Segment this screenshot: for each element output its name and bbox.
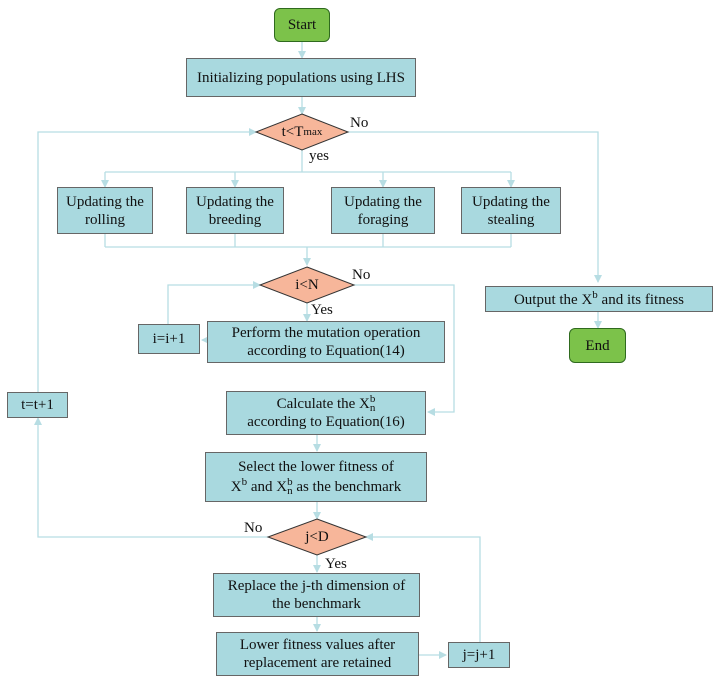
- lower-fitness-label: Lower fitness values after replacement a…: [239, 637, 396, 671]
- t-yes-label: yes: [309, 148, 329, 164]
- j-yes-label: Yes: [325, 556, 347, 572]
- edge-tinc-t: [37, 128, 257, 392]
- t-increment-label: t=t+1: [21, 397, 54, 413]
- edge-i-no: [354, 284, 455, 416]
- update-stealing-label: Updating the stealing: [472, 193, 550, 228]
- edge-t-no: [348, 131, 602, 283]
- i-no-label: No: [352, 267, 371, 283]
- edge-j-no: [34, 417, 268, 538]
- update-rolling-box: Updating the rolling: [57, 187, 153, 234]
- update-foraging-box: Updating the foraging: [331, 187, 435, 234]
- i-yes-label: Yes: [311, 302, 333, 318]
- i-increment-label: i=i+1: [152, 331, 186, 347]
- init-label: Initializing populations using LHS: [197, 69, 405, 86]
- update-stealing-box: Updating the stealing: [461, 187, 561, 234]
- replace-box: Replace the j-th dimension of the benchm…: [213, 573, 420, 617]
- mutation-box: Perform the mutation operation according…: [207, 321, 445, 363]
- start-label: Start: [287, 17, 317, 33]
- decision-i-label: i<N: [295, 276, 319, 293]
- decision-j-label: j<D: [305, 528, 329, 545]
- end-label: End: [585, 337, 610, 354]
- t-no-label: No: [350, 115, 369, 131]
- j-no-label: No: [244, 520, 263, 536]
- t-increment-box: t=t+1: [7, 392, 68, 418]
- update-foraging-label: Updating the foraging: [344, 193, 422, 228]
- edge-iinc-i: [167, 281, 261, 324]
- start-terminal: Start: [274, 8, 330, 42]
- decision-t-shape: [254, 113, 350, 151]
- end-terminal: End: [569, 328, 626, 363]
- lower-fitness-box: Lower fitness values after replacement a…: [216, 632, 419, 676]
- update-rolling-label: Updating the rolling: [66, 193, 144, 228]
- i-increment-box: i=i+1: [138, 324, 200, 354]
- calculate-line2: according to Equation(16): [247, 414, 405, 431]
- init-box: Initializing populations using LHS: [186, 58, 416, 97]
- replace-label: Replace the j-th dimension of the benchm…: [227, 578, 406, 612]
- j-increment-box: j=j+1: [448, 642, 510, 668]
- decision-j-shape: [266, 518, 368, 556]
- j-increment-label: j=j+1: [462, 647, 496, 663]
- update-breeding-box: Updating the breeding: [186, 187, 284, 234]
- output-box: Output the Xb and its fitness: [485, 286, 713, 312]
- edge-jinc-j: [365, 533, 481, 642]
- output-label: Output the Xb and its fitness: [513, 289, 685, 308]
- decision-i-shape: [258, 266, 356, 304]
- select-line1: Select the lower fitness of: [238, 458, 394, 475]
- update-breeding-label: Updating the breeding: [196, 193, 274, 228]
- mutation-label: Perform the mutation operation according…: [231, 325, 421, 359]
